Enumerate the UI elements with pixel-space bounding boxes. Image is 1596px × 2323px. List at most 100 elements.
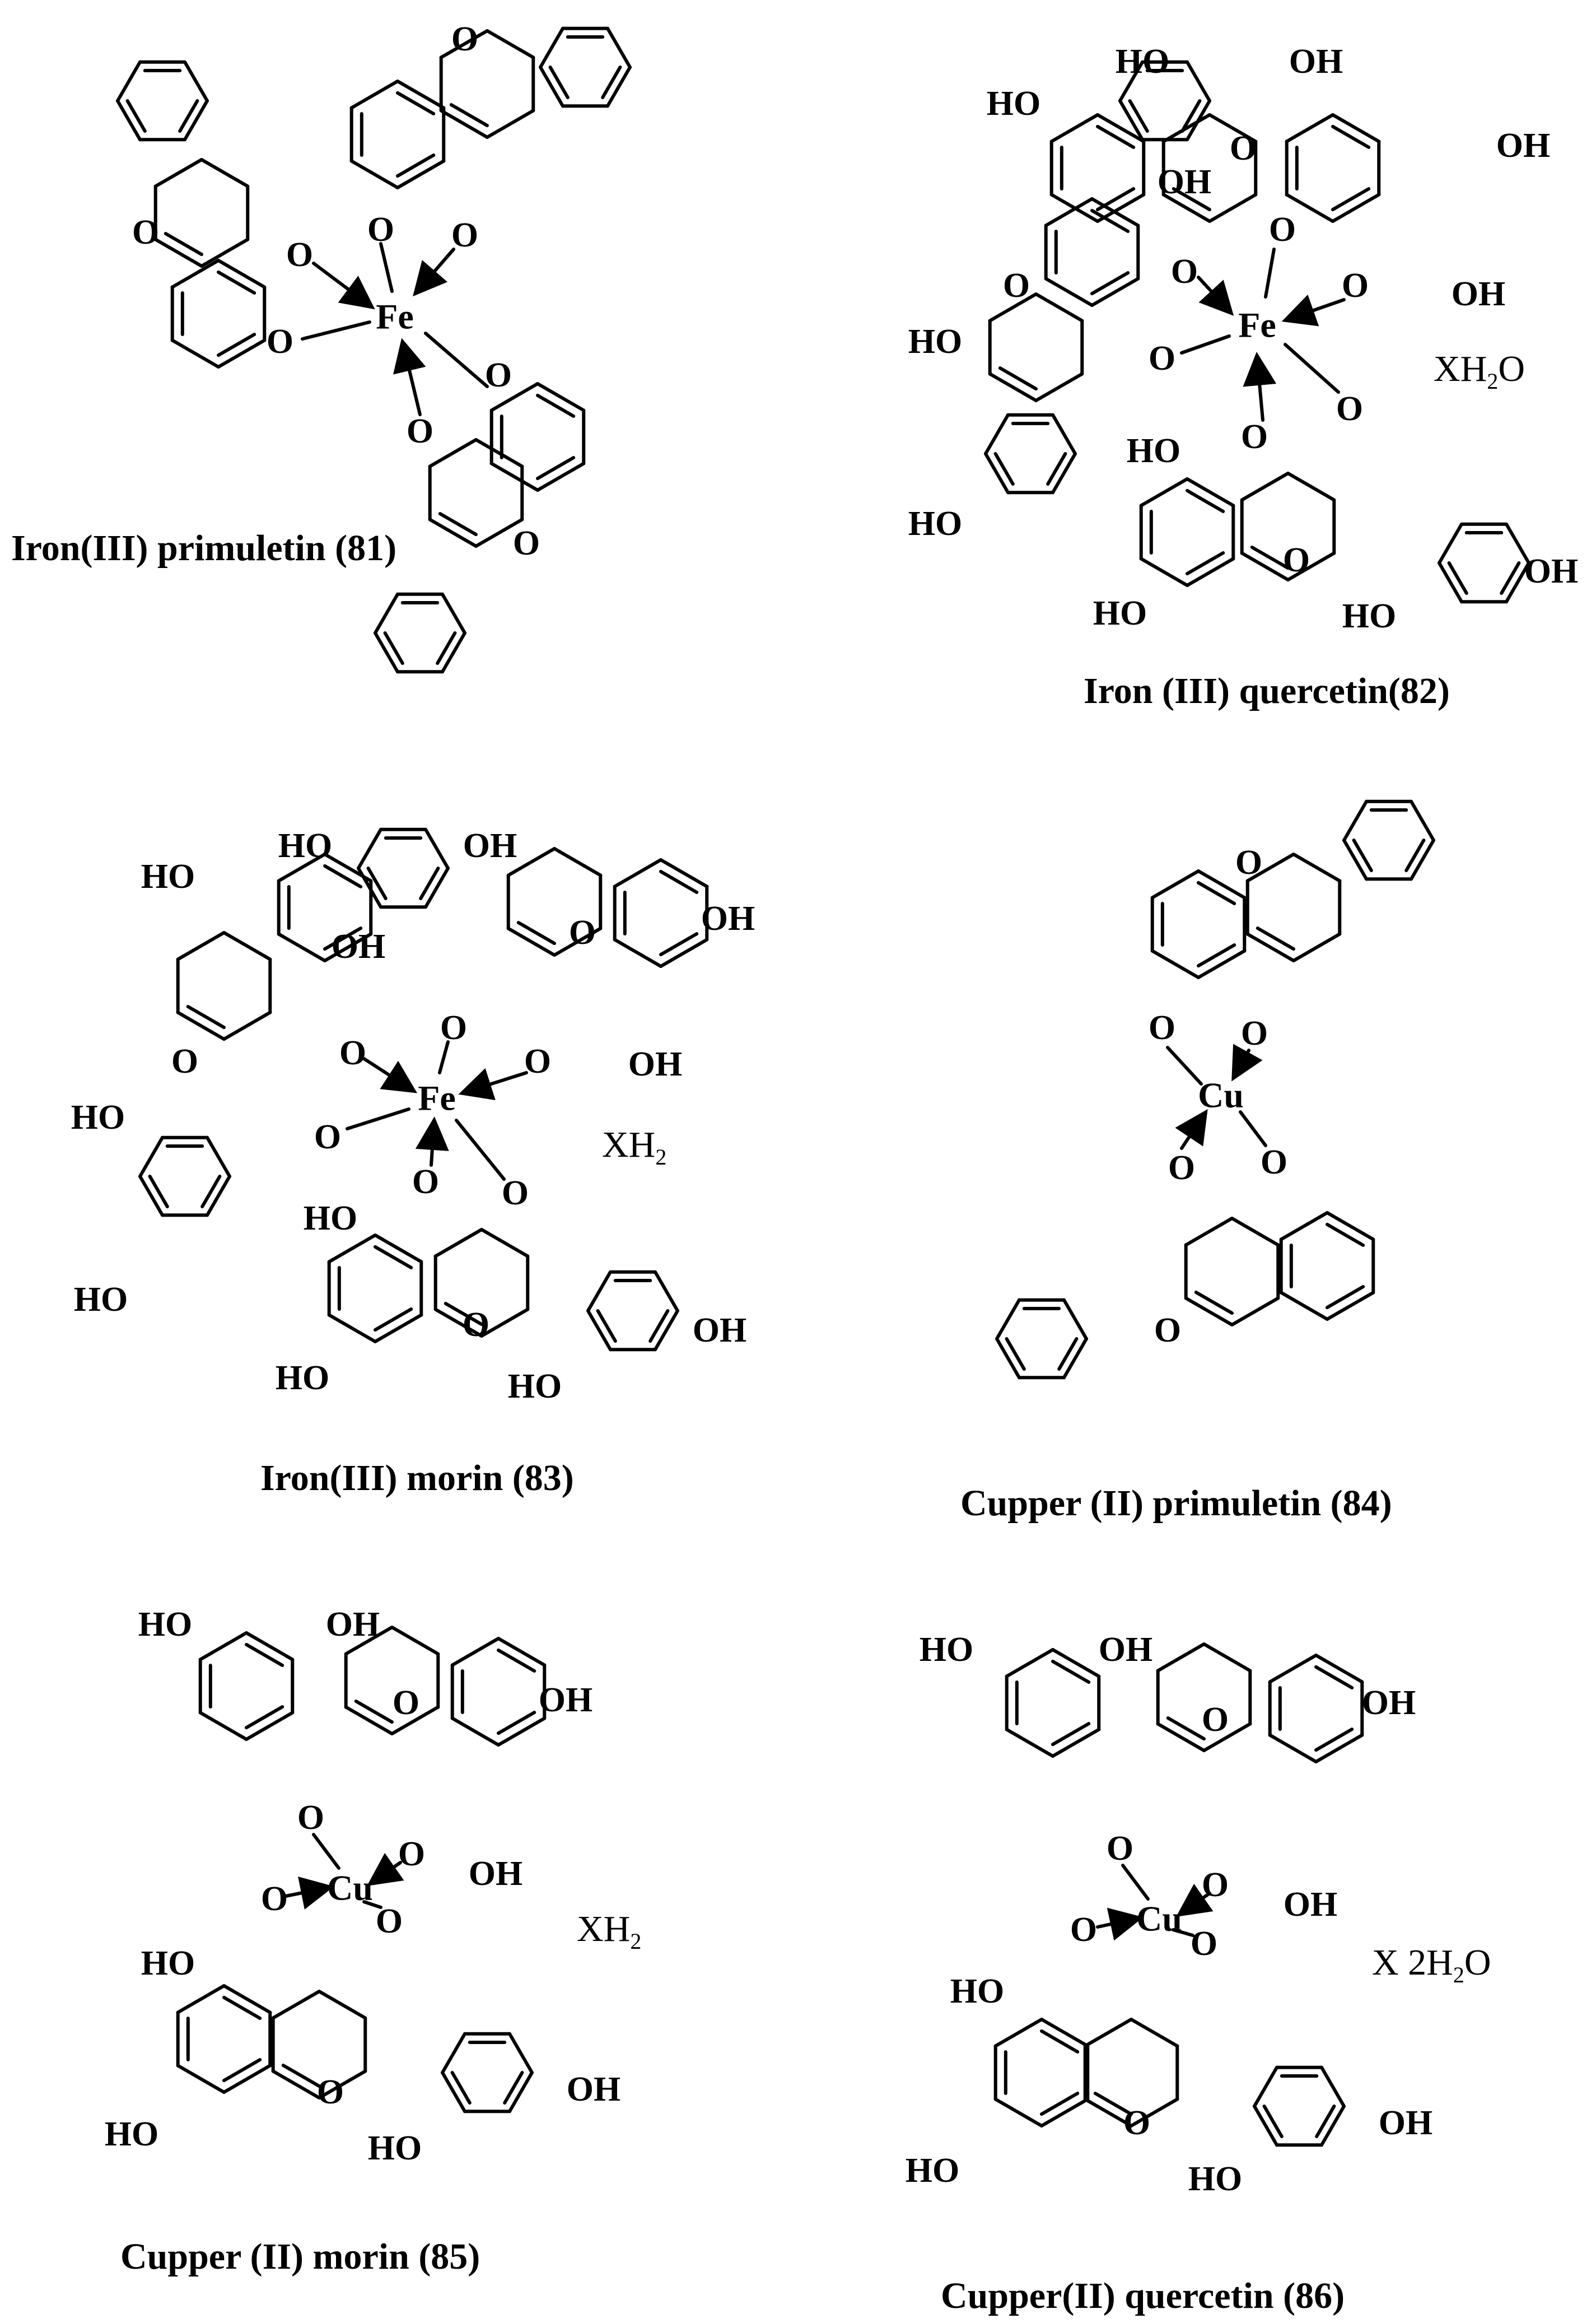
atom-label: HO <box>278 827 332 865</box>
bond <box>1500 561 1521 595</box>
bond <box>1186 99 1211 142</box>
atom-label: O <box>485 356 512 394</box>
bond <box>1314 1728 1354 1752</box>
bond <box>433 1307 483 1338</box>
atom-label: O <box>502 1174 529 1212</box>
bond <box>1186 557 1235 587</box>
bond <box>1166 1046 1203 1086</box>
bond <box>1326 1291 1375 1321</box>
coordination-arrow <box>362 1057 418 1093</box>
atom-label: OH <box>693 1311 746 1349</box>
atom-label: O <box>297 1799 324 1837</box>
atom-label: HO <box>141 1944 195 1982</box>
bond <box>1438 561 1463 604</box>
bond <box>271 1990 321 2020</box>
bond <box>222 1011 272 1041</box>
bond <box>424 332 489 388</box>
bond <box>489 462 539 492</box>
bond <box>1250 546 1290 570</box>
bond <box>1505 561 1530 604</box>
bond <box>1264 248 1276 299</box>
metal-center-label: Cu <box>1136 1899 1182 1939</box>
bond <box>1186 488 1225 513</box>
bond <box>374 1313 423 1343</box>
atom-label: HO <box>906 2152 959 2190</box>
bond <box>379 242 394 293</box>
atom-label: OH <box>628 1045 682 1083</box>
bond <box>323 927 363 951</box>
coordination-arrow <box>1231 1044 1263 1082</box>
bond <box>613 858 662 888</box>
atom-label: OH <box>1158 163 1211 201</box>
bond <box>586 1270 612 1312</box>
bond <box>474 438 524 468</box>
bond <box>200 1175 222 1209</box>
metal-center-label: Cu <box>1198 1076 1244 1115</box>
atom-label: OH <box>701 900 755 938</box>
bond <box>312 1833 340 1870</box>
bond <box>1184 1296 1234 1326</box>
bond <box>506 927 556 957</box>
bond <box>1180 334 1231 355</box>
atom-label: O <box>339 1034 366 1072</box>
atom-label: O <box>1230 129 1257 167</box>
bond <box>1051 1722 1091 1747</box>
atom-label: OH <box>1099 1631 1152 1669</box>
atom-label: O <box>398 1835 425 1873</box>
bond <box>508 2071 534 2113</box>
bond <box>164 232 203 257</box>
bond <box>354 1700 394 1724</box>
bond <box>1256 927 1295 951</box>
bond <box>1121 1864 1150 1901</box>
bond <box>1314 1665 1354 1689</box>
bond <box>1438 522 1463 565</box>
atom-label: HO <box>508 1367 562 1405</box>
atom-label: O <box>1107 1829 1133 1868</box>
bond <box>1352 839 1373 873</box>
bond <box>198 1711 248 1741</box>
bond <box>1186 60 1211 103</box>
coordination-arrow <box>367 1852 404 1886</box>
bond <box>441 2032 466 2074</box>
bond <box>176 1984 226 2014</box>
coordination-arrow <box>1176 1883 1214 1917</box>
atom-label: OH <box>463 827 517 865</box>
bond <box>503 2071 524 2105</box>
bond <box>1057 1337 1079 1371</box>
bond <box>217 333 256 357</box>
bond <box>993 2018 1043 2048</box>
atom-label: O <box>1070 1911 1097 1949</box>
bond <box>988 372 1038 402</box>
bond <box>654 1309 679 1352</box>
bond <box>1150 869 1200 900</box>
bond <box>1447 561 1468 595</box>
bond <box>1197 949 1247 979</box>
bond <box>245 1642 284 1667</box>
bond <box>659 869 699 894</box>
bond <box>116 99 142 142</box>
bond <box>1320 2105 1346 2147</box>
bond <box>344 1626 394 1656</box>
bond <box>1197 869 1247 900</box>
atom-label: O <box>261 1880 288 1918</box>
atom-label: O <box>1235 844 1262 882</box>
atom-label: OH <box>1289 43 1343 81</box>
bond <box>1040 2029 1080 2054</box>
atom-label: HO <box>74 1281 128 1319</box>
bond <box>362 1900 382 1909</box>
bond <box>176 2064 226 2094</box>
bond <box>1240 472 1290 502</box>
caption-81: Iron(III) primuletin (81) <box>11 528 396 569</box>
atom-label: O <box>524 1042 551 1081</box>
bond <box>349 80 399 110</box>
bond <box>1156 1642 1206 1673</box>
coordination-arrow <box>415 1116 449 1167</box>
caption-83: Iron(III) morin (83) <box>260 1458 574 1498</box>
bond <box>1118 99 1144 142</box>
bond <box>1326 1211 1375 1241</box>
bond <box>1051 452 1077 495</box>
